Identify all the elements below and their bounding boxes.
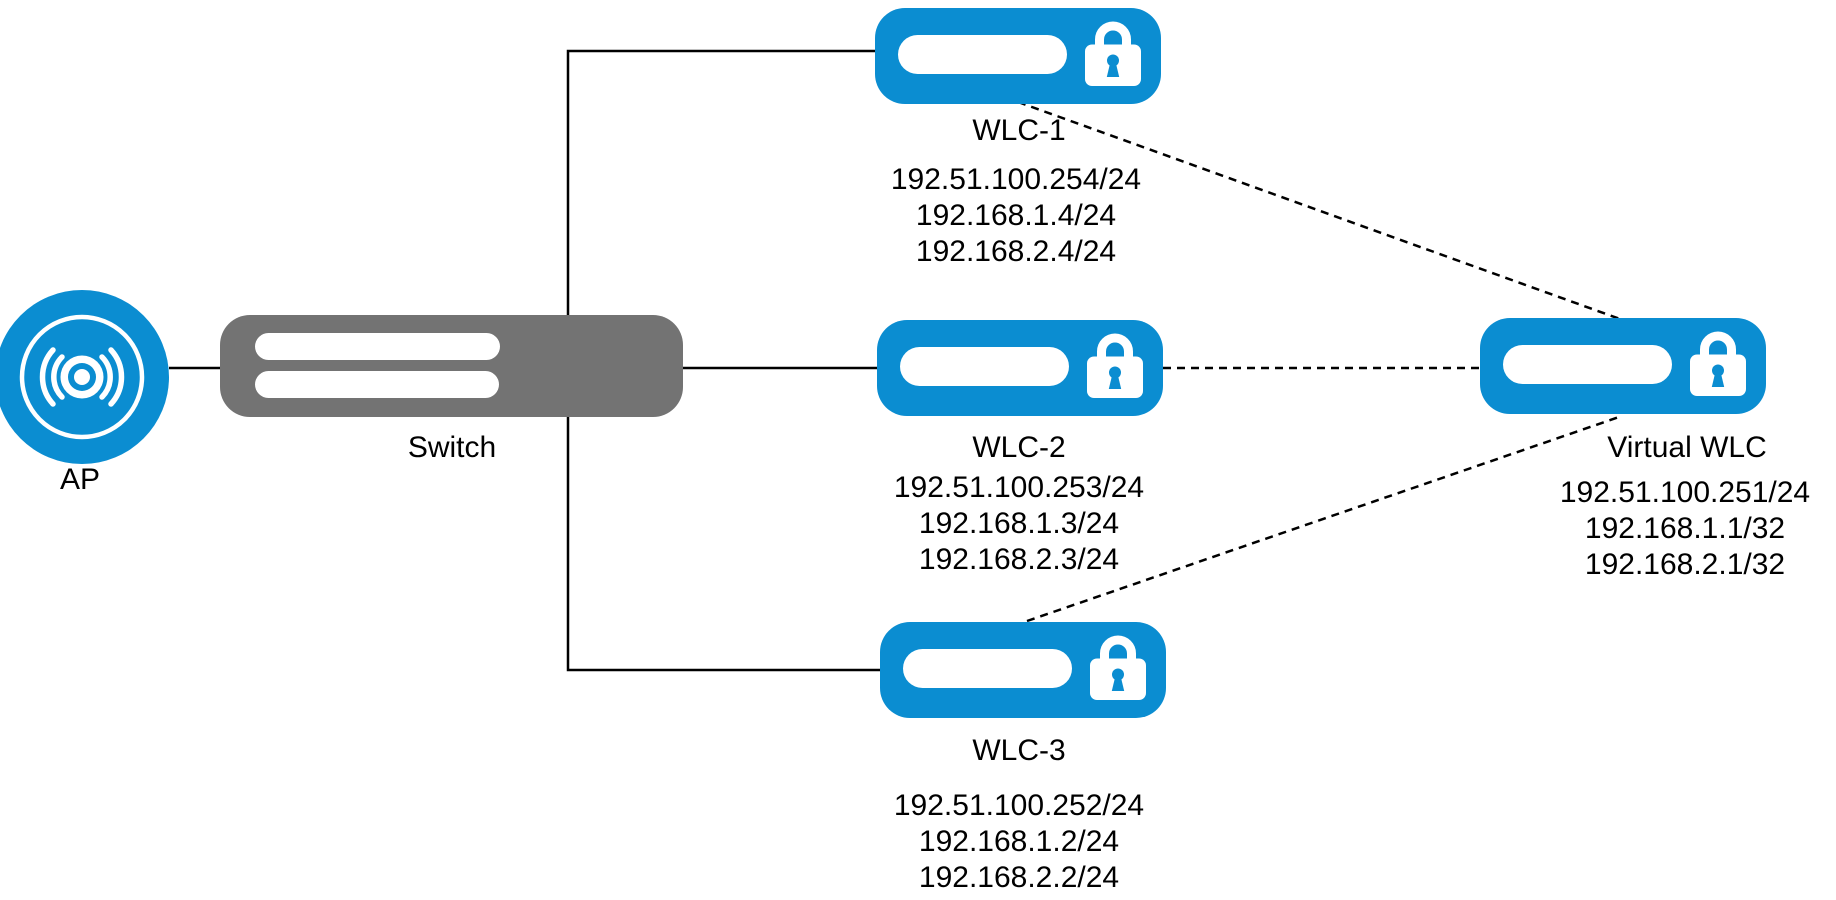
virtual-wlc-ip-list: 192.51.100.251/24 192.168.1.1/32 192.168… xyxy=(1560,475,1810,583)
ip-address: 192.168.2.3/24 xyxy=(918,543,1120,576)
wlc2-icon xyxy=(877,320,1163,416)
virtual-wlc-label: Virtual WLC xyxy=(1607,431,1767,464)
virtual-wlc-icon xyxy=(1480,318,1766,414)
ap-icon xyxy=(0,290,169,464)
switch-label: Switch xyxy=(407,431,497,464)
wlc2-ip-list: 192.51.100.253/24 192.168.1.3/24 192.168… xyxy=(894,470,1144,578)
ap-label: AP xyxy=(59,463,101,496)
wlc3-icon xyxy=(880,622,1166,718)
wlc1-ip-list: 192.51.100.254/24 192.168.1.4/24 192.168… xyxy=(891,162,1141,270)
ip-address: 192.51.100.251/24 xyxy=(1559,476,1811,509)
ip-address: 192.168.1.2/24 xyxy=(918,825,1120,858)
wlc3-ip-list: 192.51.100.252/24 192.168.1.2/24 192.168… xyxy=(894,788,1144,896)
ip-address: 192.168.1.1/32 xyxy=(1584,512,1786,545)
wlc3-label: WLC-3 xyxy=(972,734,1066,767)
edges xyxy=(169,49,1623,672)
switch-icon xyxy=(220,315,683,417)
ip-address: 192.51.100.253/24 xyxy=(893,471,1145,504)
ip-address: 192.168.2.4/24 xyxy=(915,235,1117,268)
ip-address: 192.168.2.2/24 xyxy=(918,861,1120,894)
ip-address: 192.168.1.4/24 xyxy=(915,199,1117,232)
edge-wlc3-virtual xyxy=(1026,414,1623,623)
ip-address: 192.168.1.3/24 xyxy=(918,507,1120,540)
wlc1-label: WLC-1 xyxy=(972,114,1066,147)
ip-address: 192.168.2.1/32 xyxy=(1584,548,1786,581)
edge-wlc1-virtual xyxy=(1017,100,1621,321)
ip-address: 192.51.100.252/24 xyxy=(893,789,1145,822)
ip-address: 192.51.100.254/24 xyxy=(890,163,1142,196)
wlc2-label: WLC-2 xyxy=(972,431,1066,464)
wlc1-icon xyxy=(875,8,1161,104)
